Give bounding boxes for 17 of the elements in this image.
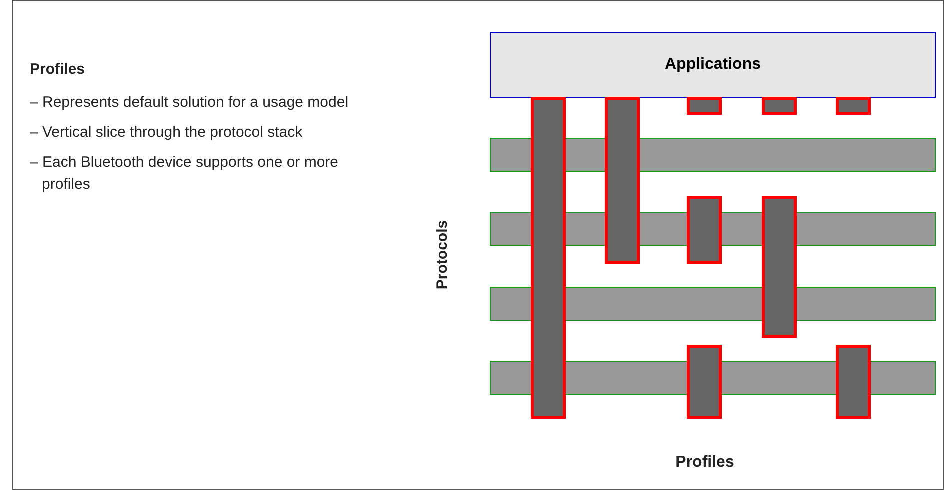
bullet-text: – Each Bluetooth device supports one or more profiles (30, 153, 340, 195)
profile-bar (687, 345, 722, 419)
application-box (490, 32, 936, 98)
profile-bar (687, 97, 722, 115)
profile-bar (836, 97, 871, 115)
profile-bar (762, 196, 797, 338)
bullet-text: – Vertical slice through the protocol stack (30, 123, 304, 143)
profile-bar (605, 97, 640, 264)
profile-bar (531, 97, 566, 419)
axis-title: Protocols (433, 220, 452, 290)
box-title: Applications (664, 56, 761, 74)
heading: Profiles (30, 60, 86, 80)
axis-title: Profiles (674, 453, 736, 473)
bullet-text: – Represents default solution for a usage model (30, 93, 350, 113)
profile-bar (836, 345, 871, 419)
profile-bar (762, 97, 797, 115)
profile-bar (687, 196, 722, 264)
